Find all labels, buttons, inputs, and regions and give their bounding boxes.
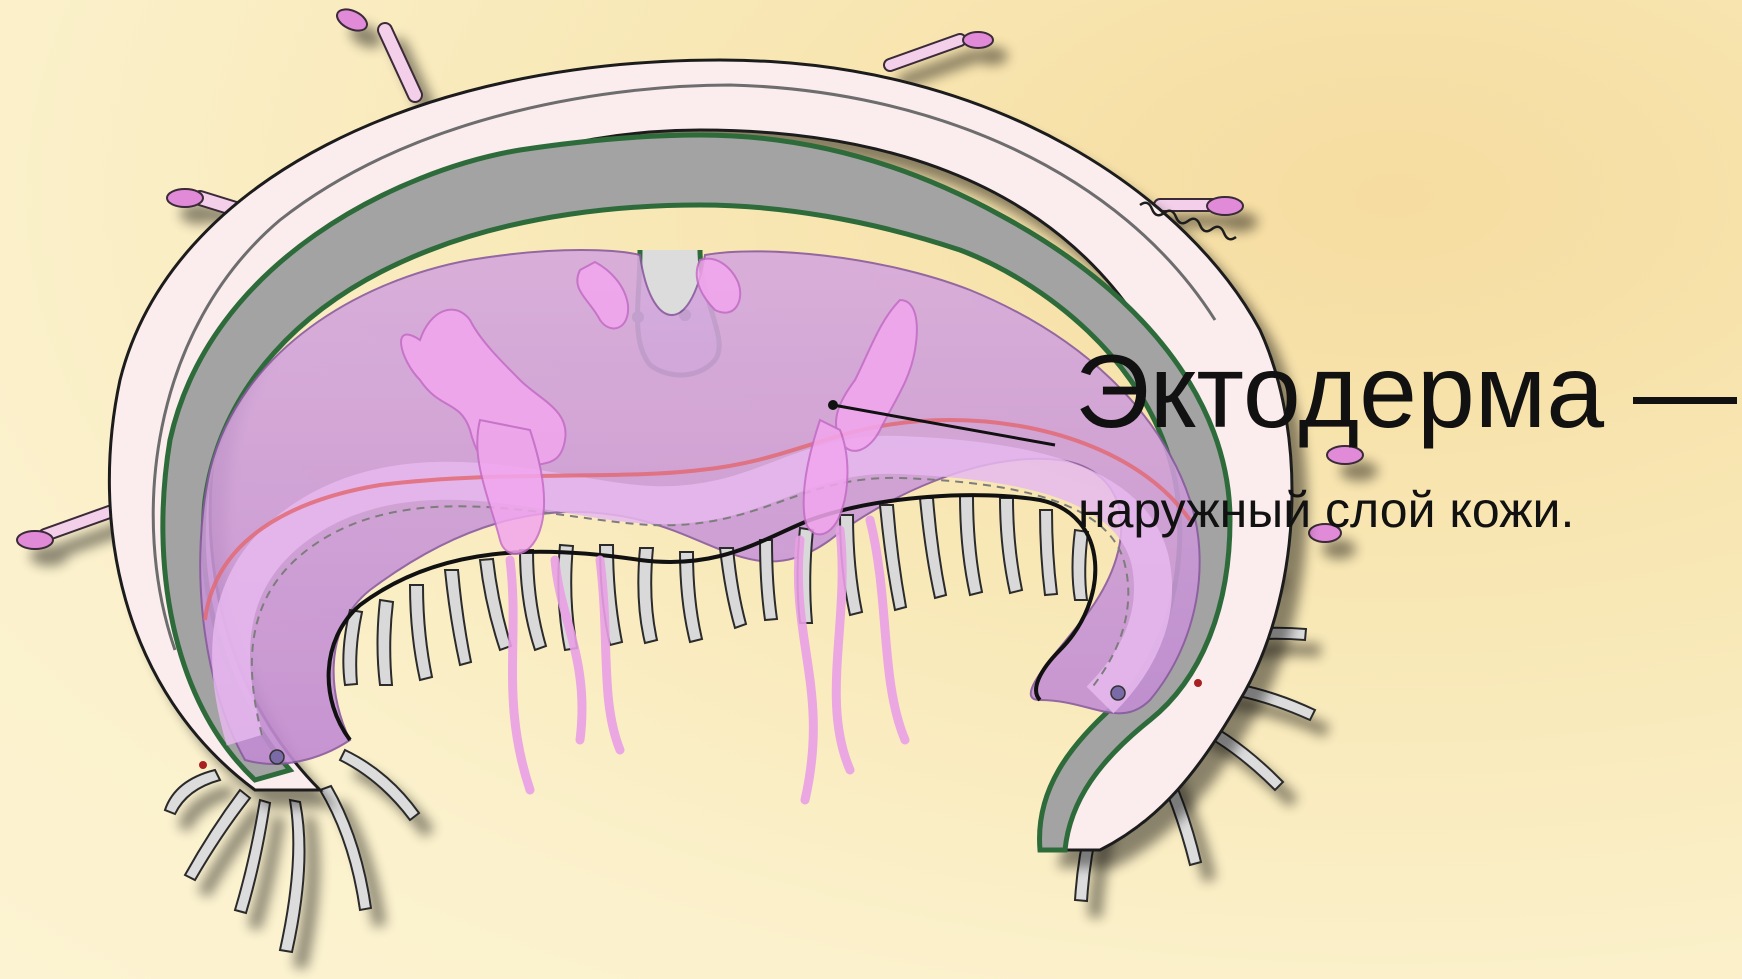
knob-tip-far-left bbox=[17, 531, 53, 549]
knob-tip-right bbox=[1207, 197, 1243, 215]
rhopalium-right bbox=[1111, 686, 1125, 700]
red-dot-left bbox=[199, 761, 207, 769]
black-dot-marker bbox=[828, 400, 838, 410]
knob-tip-top-right bbox=[963, 32, 993, 48]
knob-tip-left bbox=[167, 189, 203, 207]
caption-title: Эктодерма — bbox=[1075, 340, 1737, 444]
knob-tip-top bbox=[334, 5, 371, 35]
red-dot-right bbox=[1194, 679, 1202, 687]
caption-subtitle: наружный слой кожи. bbox=[1078, 485, 1574, 535]
rhopalium-left bbox=[270, 750, 284, 764]
